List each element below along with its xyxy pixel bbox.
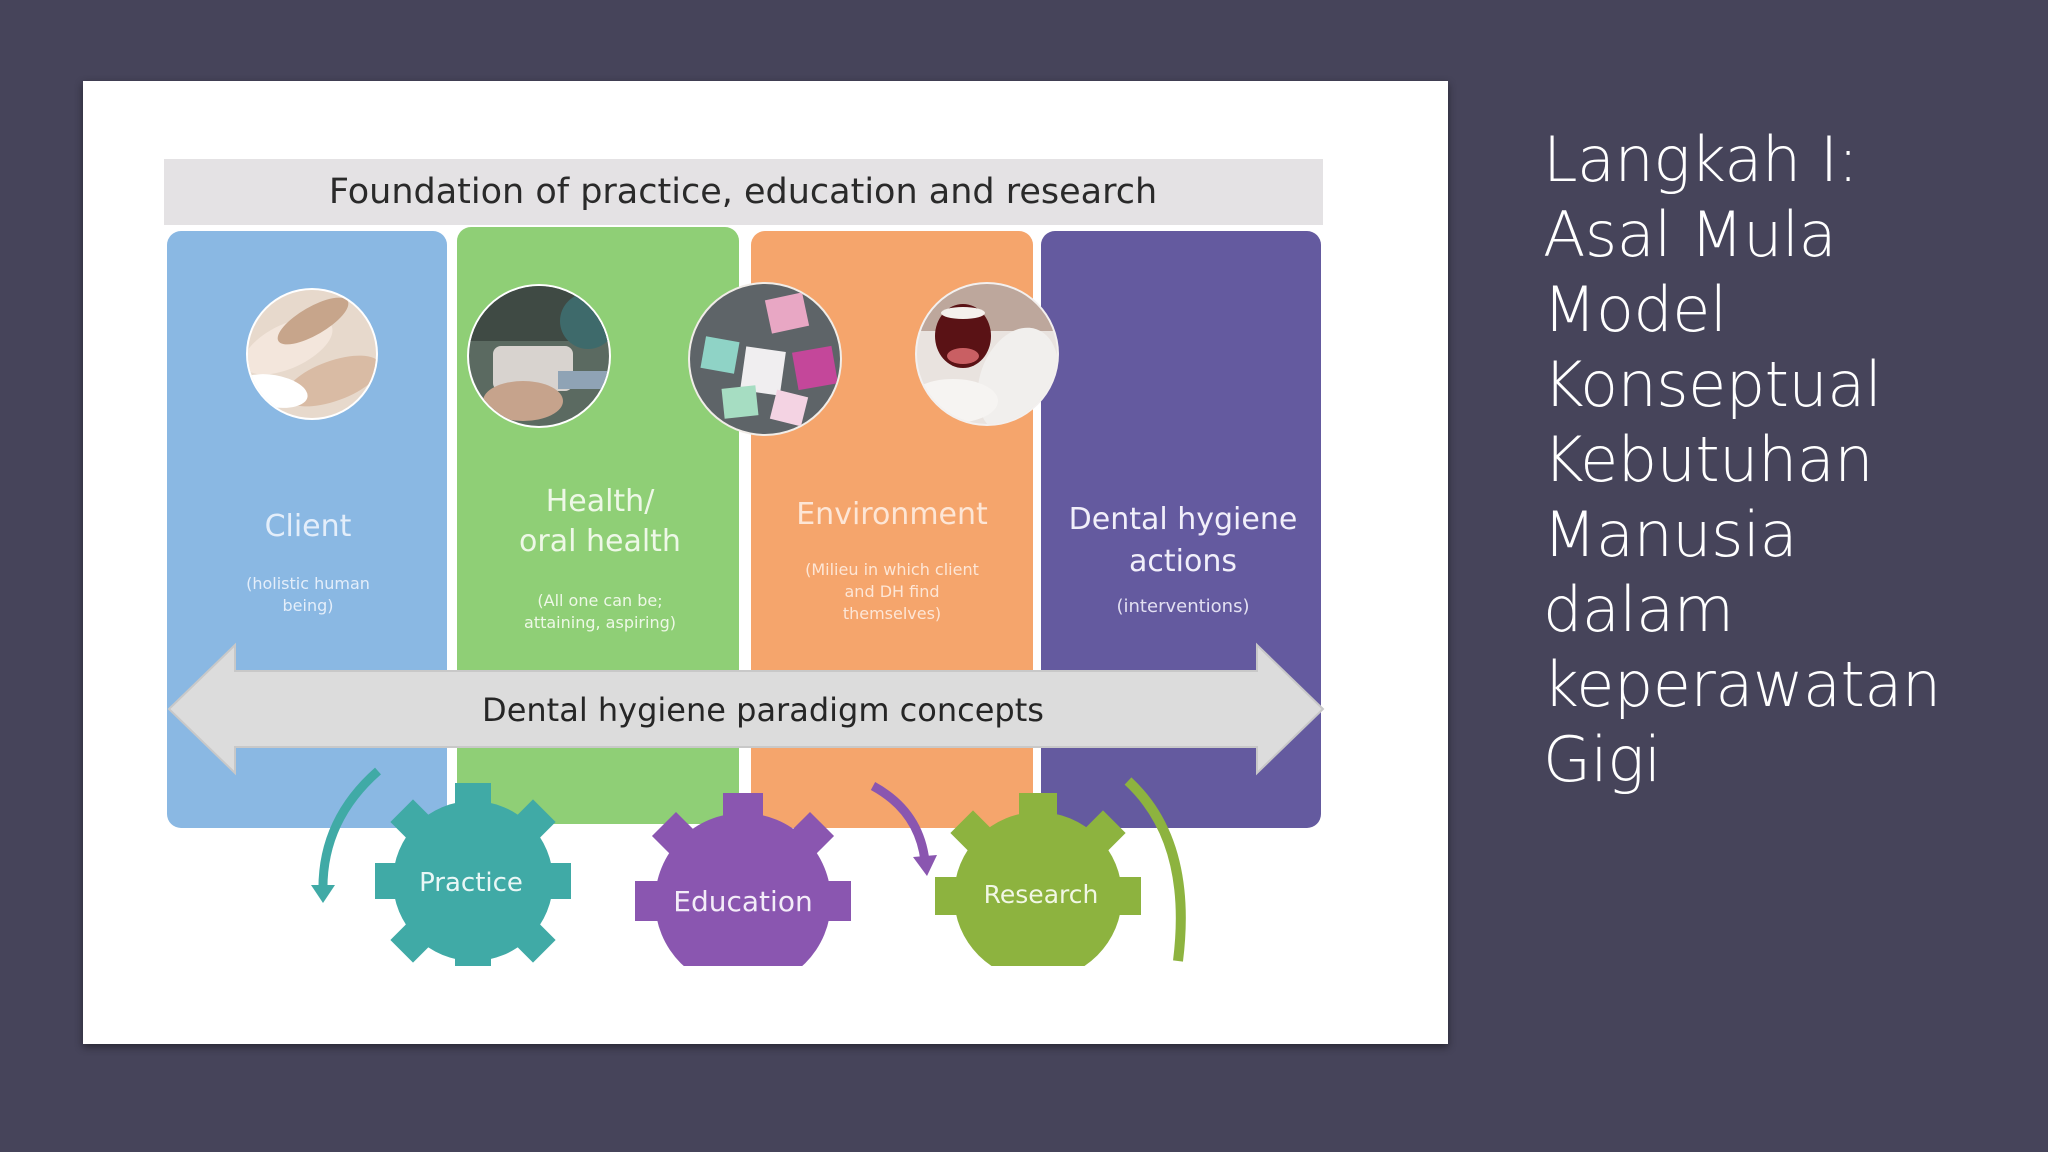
banner: [164, 159, 1323, 225]
practice-gear-icon: [375, 783, 571, 979]
dental-clinic-photo-icon: [467, 284, 611, 428]
paradigm-arrow: [167, 642, 1325, 776]
research-gear-label: Research: [984, 880, 1099, 909]
hands-photo-icon: [246, 288, 378, 420]
research-curved-arrow: [1124, 777, 1186, 962]
sticky-notes-photo-icon: [688, 282, 842, 436]
slide-title-line: Konseptual: [1543, 348, 1882, 421]
paradigm-arrow-label: Dental hygiene paradigm concepts: [482, 691, 1044, 729]
dental-hygiene-diagram: Foundation of practice, education and re…: [83, 159, 1448, 1044]
open-mouth-photo-icon: [915, 282, 1059, 426]
health-title-line-1: Health/: [546, 484, 656, 519]
slide-title-line: Model: [1543, 273, 1727, 346]
health-subtitle-line-1: (All one can be;: [537, 591, 662, 610]
slide-title: Langkah I: Asal Mula Model Konseptual Ke…: [1543, 122, 2023, 797]
practice-gear-label: Practice: [419, 868, 523, 898]
slide-title-line: Kebutuhan: [1543, 423, 1874, 496]
dh-actions-title-line-2: actions: [1129, 544, 1237, 579]
slide-title-line: keperawatan: [1543, 648, 1941, 721]
health-subtitle-line-2: attaining, aspiring): [524, 613, 676, 632]
education-arrowhead-icon: [913, 855, 937, 876]
slide-title-line: Gigi: [1543, 723, 1661, 796]
image-bottom-margin: [83, 966, 1448, 1044]
environment-title: Environment: [796, 497, 988, 532]
health-title-line-2: oral health: [519, 524, 681, 559]
banner-text: Foundation of practice, education and re…: [329, 172, 1157, 212]
slide-title-line: Asal Mula: [1543, 198, 1837, 271]
diagram-image: Foundation of practice, education and re…: [83, 81, 1448, 1044]
slide-title-line: Langkah I:: [1543, 123, 1859, 196]
dh-actions-subtitle: (interventions): [1117, 596, 1250, 617]
environment-subtitle-line-2: and DH find: [845, 582, 940, 601]
slide-title-line: Manusia: [1543, 498, 1798, 571]
client-subtitle-line-1: (holistic human: [246, 574, 370, 593]
environment-subtitle-line-3: themselves): [843, 604, 941, 623]
practice-arrowhead-icon: [311, 885, 335, 903]
research-gear-icon: [935, 793, 1141, 980]
slide-title-line: dalam: [1543, 573, 1734, 646]
education-curved-arrow: [870, 782, 930, 862]
environment-subtitle-line-1: (Milieu in which client: [805, 560, 979, 579]
education-gear-label: Education: [673, 885, 812, 918]
client-title: Client: [265, 509, 352, 544]
practice-curved-arrow: [318, 767, 381, 894]
education-gear-icon: [635, 793, 851, 989]
dh-actions-title-line-1: Dental hygiene: [1069, 502, 1298, 537]
client-subtitle-line-2: being): [283, 596, 334, 615]
